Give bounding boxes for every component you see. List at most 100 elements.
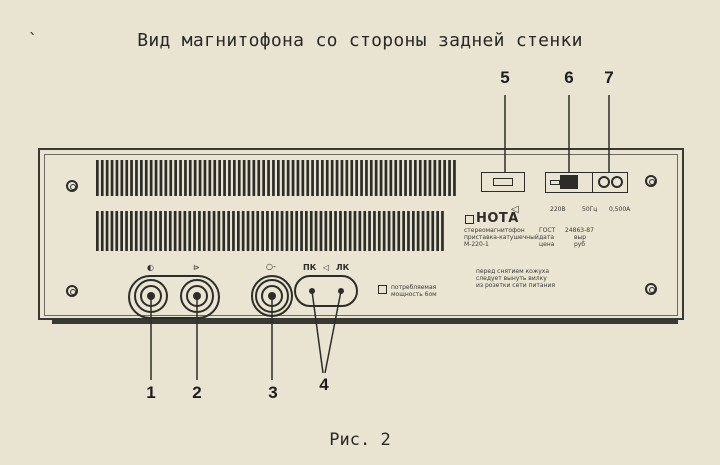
vent-slot <box>203 160 207 196</box>
leader-4a <box>311 290 324 374</box>
vent-slot <box>179 160 182 196</box>
stray-mark: ` <box>28 30 38 49</box>
vent-slot <box>394 160 398 196</box>
vent-slot <box>334 211 337 251</box>
power-socket[interactable] <box>592 172 628 193</box>
vent-slot <box>407 211 410 251</box>
screw-top-right <box>645 175 657 187</box>
voltage-switch[interactable] <box>545 172 593 193</box>
vent-slot <box>227 211 230 251</box>
vent-slot <box>311 160 314 196</box>
vent-slot <box>301 160 305 196</box>
vent-slot <box>149 160 153 196</box>
vent-slot <box>173 211 177 251</box>
vent-slot <box>399 160 402 196</box>
vent-slot <box>358 211 362 251</box>
vent-slot <box>184 160 187 196</box>
vent-slot <box>431 211 435 251</box>
vent-slot <box>144 211 148 251</box>
vent-slot <box>115 160 119 196</box>
vent-slot <box>305 211 308 251</box>
vent-slot <box>340 160 344 196</box>
leader-4b <box>324 290 342 374</box>
vent-slot <box>368 211 371 251</box>
vent-slot <box>232 211 235 251</box>
vent-slot <box>164 211 167 251</box>
vent-slot <box>280 211 284 251</box>
vent-slot <box>100 160 104 196</box>
vent-slot <box>105 211 109 251</box>
vent-slot <box>130 211 133 251</box>
vent-slot <box>379 160 383 196</box>
vent-slot <box>329 211 332 251</box>
spec-date-label: дата <box>539 234 554 241</box>
vent-slot <box>436 211 439 251</box>
vent-slot <box>213 160 217 196</box>
vent-slot <box>285 211 289 251</box>
vent-slot <box>228 160 231 196</box>
vent-slot <box>100 211 104 251</box>
vent-slot <box>154 160 158 196</box>
vent-slot <box>125 160 129 196</box>
vent-slot <box>188 211 192 251</box>
vent-slot <box>105 160 109 196</box>
model-line-2: приставка-катушечный <box>464 234 539 241</box>
vent-slot <box>389 160 393 196</box>
input-symbol-icon: ◐ <box>147 263 154 272</box>
speaker-small-icon: ◁ <box>323 263 330 272</box>
callout-3: 3 <box>268 383 278 402</box>
vent-slot <box>330 160 334 196</box>
jack-group-1-2 <box>128 275 220 319</box>
vent-slot <box>266 211 269 251</box>
vent-slot <box>246 211 250 251</box>
vent-slot <box>96 160 99 196</box>
vent-slot <box>414 160 417 196</box>
power-note-icon <box>378 285 387 294</box>
vent-slot <box>319 211 323 251</box>
spec-gost-label: ГОСТ <box>539 227 556 234</box>
vent-slot <box>169 160 173 196</box>
vent-slot <box>208 160 212 196</box>
fuse-holder[interactable] <box>481 172 525 192</box>
spec-gost-value: 24863-87 <box>565 227 594 234</box>
vent-slot <box>325 160 329 196</box>
warning-line-1: перед снятием кожуха <box>476 268 549 275</box>
vent-slot <box>387 211 391 251</box>
fuse-cap <box>493 178 513 186</box>
vent-slot <box>115 211 119 251</box>
vent-slot <box>353 211 357 251</box>
switch-lever <box>560 175 578 189</box>
vent-slot <box>134 211 138 251</box>
jack-label-lk: ЛК <box>336 263 350 272</box>
vent-slot <box>316 160 319 196</box>
power-note-line-2: мощность 6ом <box>391 291 437 298</box>
speaker-outputs-frame <box>294 275 358 307</box>
vent-slot <box>343 211 347 251</box>
callout-7: 7 <box>604 68 614 87</box>
vent-slot <box>261 211 264 251</box>
vent-slot <box>207 211 211 251</box>
vent-slot <box>290 211 294 251</box>
vent-slot <box>242 160 246 196</box>
callout-5: 5 <box>500 68 510 87</box>
vent-slot <box>374 160 378 196</box>
vent-slot <box>412 211 415 251</box>
vent-slot <box>222 211 226 251</box>
vent-slot <box>271 211 274 251</box>
model-line-3: М-220-1 <box>464 241 489 248</box>
callout-2: 2 <box>192 383 202 402</box>
vent-slot <box>296 160 300 196</box>
brand-name: НОТА <box>476 211 519 226</box>
vent-slot <box>360 160 363 196</box>
vent-slot <box>202 211 206 251</box>
vent-slot <box>140 160 143 196</box>
vent-slot <box>188 160 192 196</box>
vent-slot <box>159 160 163 196</box>
vent-slot <box>416 211 420 251</box>
vent-slot <box>212 211 216 251</box>
vent-slot <box>144 160 148 196</box>
vent-slot <box>426 211 430 251</box>
spec-price-value: руб <box>574 241 586 248</box>
vent-slot <box>350 160 354 196</box>
